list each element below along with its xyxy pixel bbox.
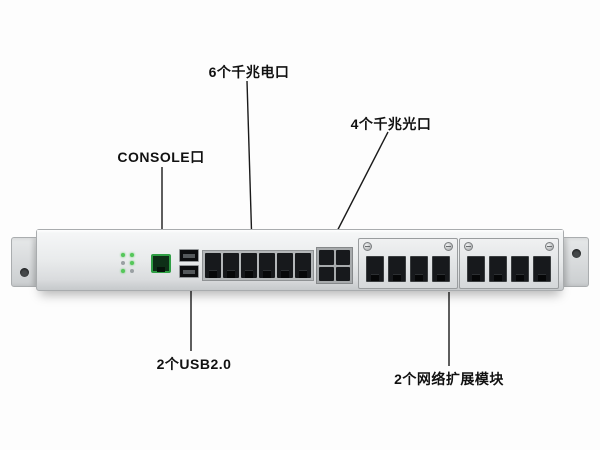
module-port [410, 256, 428, 282]
sfp-port [319, 266, 334, 281]
expansion-module-1 [358, 238, 458, 289]
label-usb-ports: 2个USB2.0 [156, 356, 232, 372]
rj45-port [259, 253, 275, 278]
usb-ports [179, 249, 199, 278]
module-port [533, 256, 551, 282]
rj45-port [223, 253, 239, 278]
gigabit-ethernet-ports [202, 250, 314, 281]
expansion-module-2 [459, 238, 559, 289]
usb-port [179, 249, 199, 262]
module-port [388, 256, 406, 282]
rj45-port [277, 253, 293, 278]
sfp-port [319, 250, 334, 265]
module-port [511, 256, 529, 282]
status-led [130, 253, 134, 257]
module-port [366, 256, 384, 282]
gigabit-optical-ports [316, 247, 353, 284]
rack-ear-mounting-hole [572, 249, 581, 258]
label-expansion-modules: 2个网络扩展模块 [394, 371, 504, 387]
label-gigabit-ethernet-ports: 6个千兆电口 [208, 64, 290, 80]
rj45-port [205, 253, 221, 278]
leader-line-ethernet [246, 80, 253, 248]
device-chassis [36, 229, 564, 291]
rack-ear-left [11, 237, 37, 287]
status-led [130, 261, 134, 265]
status-led [121, 269, 125, 273]
screw-icon [464, 242, 473, 251]
status-led [121, 253, 125, 257]
status-led [130, 269, 134, 273]
screw-icon [545, 242, 554, 251]
rack-ear-right [563, 237, 589, 287]
status-leds [121, 253, 135, 273]
expansion-module-ports [467, 256, 551, 282]
rack-ear-mounting-hole [20, 268, 29, 277]
expansion-module-ports [366, 256, 450, 282]
screw-icon [444, 242, 453, 251]
rj45-port [295, 253, 311, 278]
status-led [121, 261, 125, 265]
console-port [151, 254, 171, 273]
rj45-port [241, 253, 257, 278]
module-port [467, 256, 485, 282]
leader-line-optical [330, 131, 389, 244]
sfp-port [335, 266, 350, 281]
sfp-port [335, 250, 350, 265]
module-port [432, 256, 450, 282]
label-gigabit-optical-ports: 4个千兆光口 [350, 116, 432, 132]
usb-port [179, 265, 199, 278]
module-port [489, 256, 507, 282]
screw-icon [363, 242, 372, 251]
label-console-port: CONSOLE口 [117, 149, 205, 165]
